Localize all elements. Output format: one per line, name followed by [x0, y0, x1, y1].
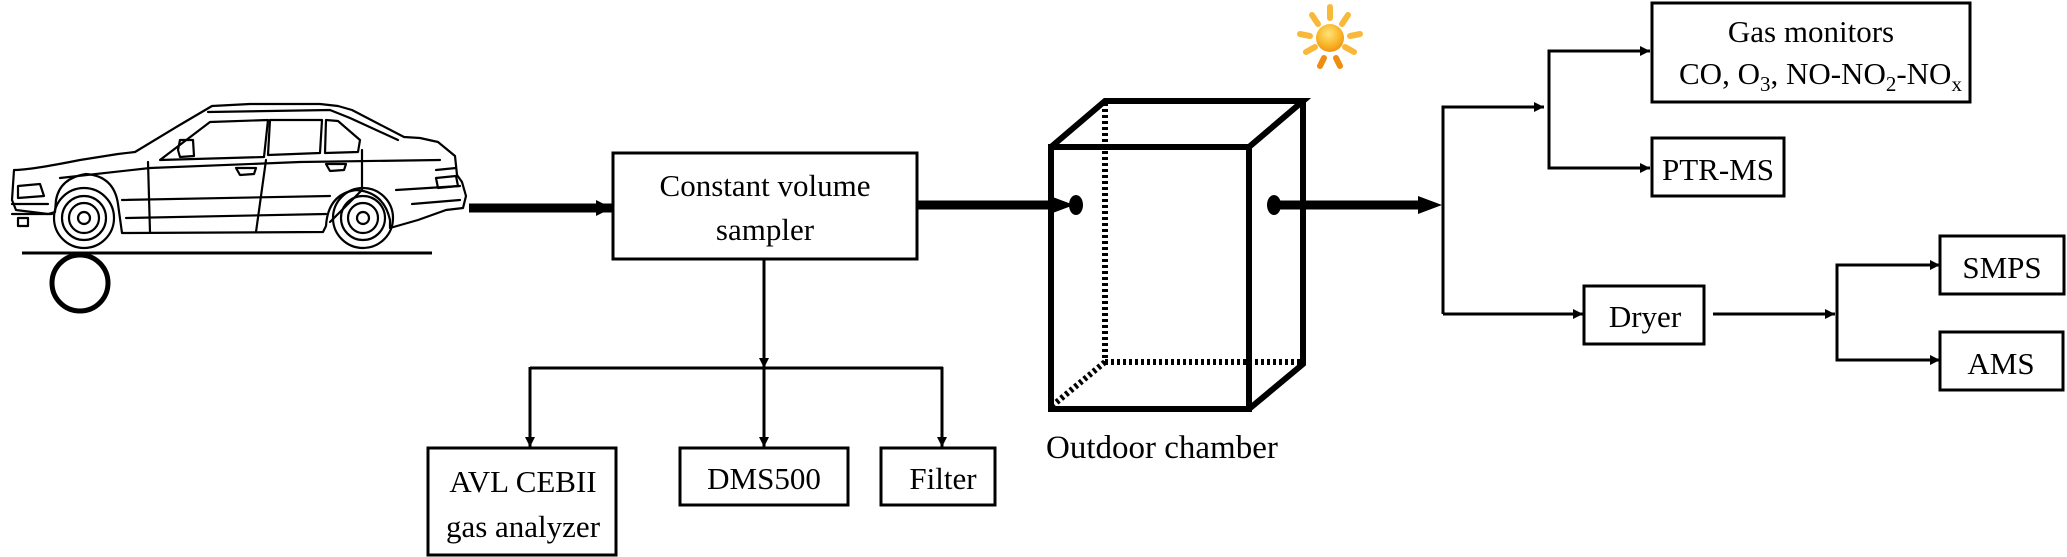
dryer-label: Dryer — [1609, 299, 1682, 334]
species-o3-subscript: 3 — [1760, 72, 1771, 96]
species-nox-subscript: x — [1951, 72, 1962, 96]
outdoor-chamber-node: Outdoor chamber — [1046, 98, 1312, 466]
species-nox: -NO — [1896, 56, 1951, 91]
dms500-node: DMS500 — [678, 446, 850, 507]
outdoor-chamber-label: Outdoor chamber — [1046, 430, 1278, 466]
cvs-label-line2: sampler — [716, 212, 815, 247]
ptr-ms-node: PTR-MS — [1650, 136, 1786, 198]
avl-label-line2: gas analyzer — [446, 509, 601, 544]
smps-node: SMPS — [1938, 234, 2066, 296]
chamber-branch-arrows — [1441, 46, 1940, 365]
gas-monitors-node: Gas monitors CO, O3, NO-NO2-NOx — [1650, 1, 1972, 104]
gas-monitors-label-line1: Gas monitors — [1728, 14, 1894, 49]
species-no2-subscript: 2 — [1886, 72, 1897, 96]
gas-monitors-species: CO, O3, NO-NO2-NOx — [1679, 56, 1962, 96]
ams-node: AMS — [1938, 330, 2065, 392]
avl-node: AVL CEBII gas analyzer — [426, 446, 618, 557]
cvs-label-line1: Constant volume — [660, 168, 871, 203]
vehicle-icon — [10, 102, 468, 314]
ptr-ms-label: PTR-MS — [1662, 152, 1774, 187]
ams-label: AMS — [1967, 346, 2034, 381]
avl-label-line1: AVL CEBII — [449, 464, 596, 499]
dms500-label: DMS500 — [707, 461, 821, 496]
filter-node: Filter — [879, 446, 997, 507]
species-no-no: , NO-NO — [1770, 56, 1885, 91]
species-co-o: CO, O — [1679, 56, 1760, 91]
cvs-branch-arrows — [525, 259, 947, 447]
filter-label: Filter — [909, 461, 977, 496]
dryer-node: Dryer — [1582, 284, 1706, 346]
smps-label: SMPS — [1962, 250, 2041, 285]
sun-icon — [1297, 4, 1363, 69]
cvs-node: Constant volume sampler — [611, 151, 919, 261]
